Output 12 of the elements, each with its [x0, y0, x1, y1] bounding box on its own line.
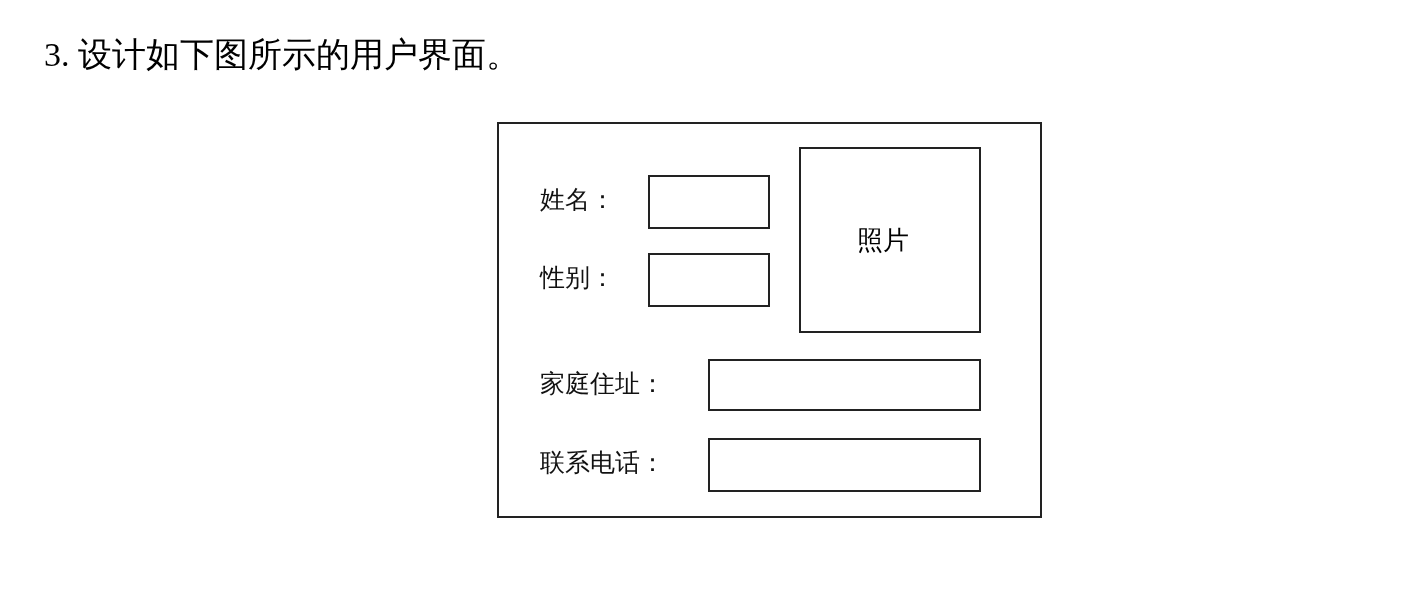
input-field: [648, 253, 770, 307]
field-label: 联系电话：: [540, 450, 665, 475]
field-label: 性别：: [540, 265, 615, 290]
field-label: 家庭住址：: [540, 371, 665, 396]
input-field: [648, 175, 770, 229]
photo-label: 照片: [857, 227, 909, 253]
question-text: 3. 设计如下图所示的用户界面。: [44, 35, 520, 75]
field-label: 姓名：: [540, 187, 615, 212]
input-field: [708, 438, 981, 492]
input-field: [708, 359, 981, 411]
form-panel: [497, 122, 1042, 518]
photo-field: [799, 147, 981, 333]
